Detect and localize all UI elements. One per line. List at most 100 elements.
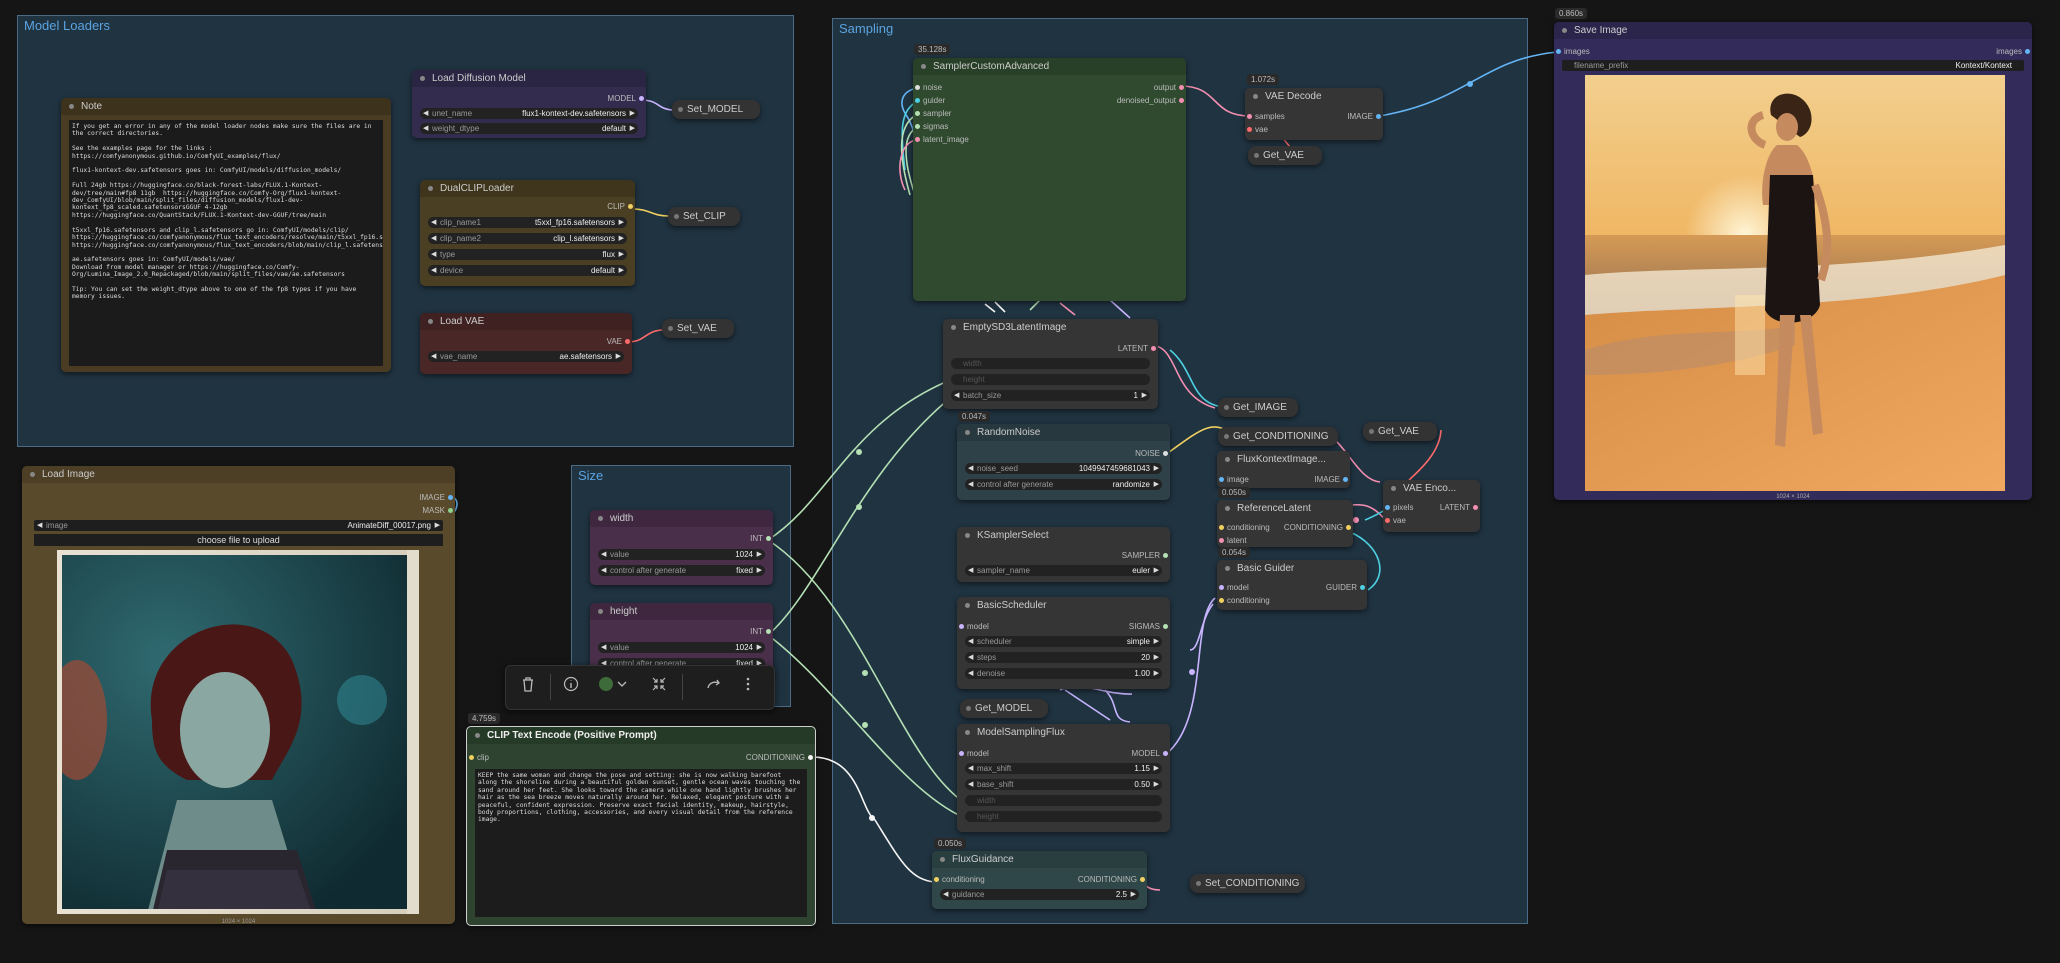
sampler-output-slot[interactable]: [1163, 553, 1168, 558]
width-widget[interactable]: width: [965, 795, 1162, 806]
fit-icon[interactable]: [649, 676, 669, 696]
image-input-slot[interactable]: [1219, 477, 1224, 482]
height-widget[interactable]: height: [965, 811, 1162, 822]
note-node[interactable]: Note If you get an error in any of the m…: [61, 98, 391, 372]
image-output-slot[interactable]: [1376, 114, 1381, 119]
trash-icon[interactable]: [518, 676, 538, 696]
width-widget[interactable]: width: [951, 358, 1150, 369]
bypass-icon[interactable]: [704, 676, 724, 696]
note-textarea[interactable]: If you get an error in any of the model …: [69, 120, 383, 366]
color-icon[interactable]: [598, 676, 630, 696]
get-image-node[interactable]: Get_IMAGE: [1218, 398, 1298, 417]
output-slot[interactable]: [1179, 85, 1184, 90]
set-model-node[interactable]: Set_MODEL: [672, 100, 760, 119]
height-widget[interactable]: height: [951, 374, 1150, 385]
clip-output-slot[interactable]: [628, 204, 633, 209]
model-input-slot[interactable]: [1219, 585, 1224, 590]
image-output-slot[interactable]: [448, 495, 453, 500]
vae-input-slot[interactable]: [1247, 127, 1252, 132]
images-input-slot[interactable]: [1556, 49, 1561, 54]
latent-image-input-slot[interactable]: [915, 137, 920, 142]
sigmas-input-slot[interactable]: [915, 124, 920, 129]
prompt-textarea[interactable]: KEEP the same woman and change the pose …: [475, 769, 807, 917]
denoised-output-slot[interactable]: [1179, 98, 1184, 103]
guider-input-slot[interactable]: [915, 98, 920, 103]
mask-output-slot[interactable]: [448, 508, 453, 513]
model-output-slot[interactable]: [639, 96, 644, 101]
get-conditioning-node[interactable]: Get_CONDITIONING: [1218, 427, 1338, 446]
latent-output-slot[interactable]: [1151, 346, 1156, 351]
vae-input-slot[interactable]: [1385, 518, 1390, 523]
vae-output-slot[interactable]: [625, 339, 630, 344]
image-output-slot[interactable]: [1343, 477, 1348, 482]
latent-output-slot[interactable]: [1473, 505, 1478, 510]
set-vae-node[interactable]: Set_VAE: [662, 319, 734, 338]
sampler-input-slot[interactable]: [915, 111, 920, 116]
model-output-slot[interactable]: [1163, 751, 1168, 756]
int-output-slot[interactable]: [766, 629, 771, 634]
info-icon[interactable]: [561, 676, 581, 696]
conditioning-output-slot[interactable]: [1346, 525, 1351, 530]
model-input-slot[interactable]: [959, 751, 964, 756]
clip-input-slot[interactable]: [469, 755, 474, 760]
selection-toolbar[interactable]: [505, 665, 775, 710]
set-clip-node[interactable]: Set_CLIP: [668, 207, 740, 226]
model-input-slot[interactable]: [959, 624, 964, 629]
conditioning-input-slot[interactable]: [1219, 598, 1224, 603]
noise-input-slot[interactable]: [915, 85, 920, 90]
noise-output-slot[interactable]: [1163, 451, 1168, 456]
more-icon[interactable]: [738, 676, 758, 696]
empty-sd3-latent-image-node[interactable]: EmptySD3LatentImage LATENT width height …: [943, 319, 1158, 409]
get-vae-node-2[interactable]: Get_VAE: [1363, 422, 1437, 441]
get-model-node[interactable]: Get_MODEL: [960, 699, 1048, 718]
latent-input-slot[interactable]: [1219, 538, 1224, 543]
get-vae-node[interactable]: Get_VAE: [1248, 146, 1322, 165]
int-output-slot[interactable]: [766, 536, 771, 541]
set-conditioning-node[interactable]: Set_CONDITIONING: [1190, 874, 1305, 893]
conditioning-output-slot[interactable]: [808, 755, 813, 760]
guider-output-slot[interactable]: [1360, 585, 1365, 590]
sigmas-output-slot[interactable]: [1163, 624, 1168, 629]
conditioning-input-slot[interactable]: [1219, 525, 1224, 530]
samples-input-slot[interactable]: [1247, 114, 1252, 119]
images-output-slot[interactable]: [2025, 49, 2030, 54]
conditioning-output-slot[interactable]: [1140, 877, 1145, 882]
